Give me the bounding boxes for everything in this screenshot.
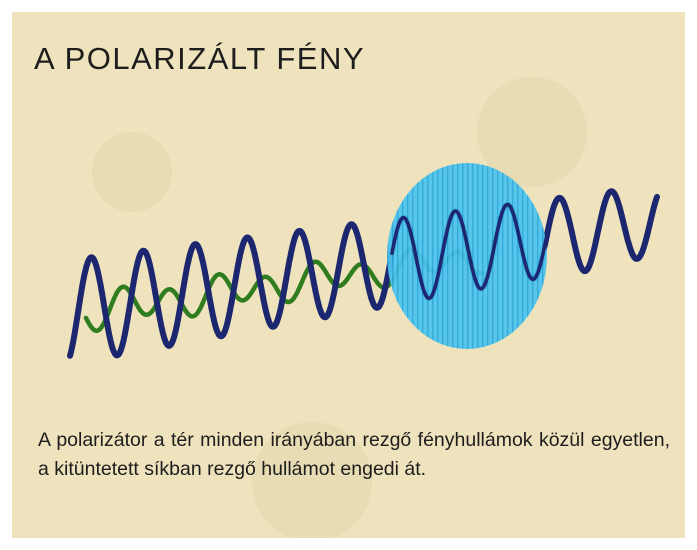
polarizer-filter bbox=[387, 163, 547, 349]
caption-text: A polarizátor a tér minden irányában rez… bbox=[38, 429, 670, 480]
polarization-diagram bbox=[67, 77, 660, 538]
transmitted-wave bbox=[390, 189, 659, 301]
illustration-panel: A POLARIZÁLT FÉNY A p bbox=[12, 12, 685, 538]
paper-texture bbox=[92, 77, 587, 538]
page-title: A POLARIZÁLT FÉNY bbox=[34, 41, 366, 76]
